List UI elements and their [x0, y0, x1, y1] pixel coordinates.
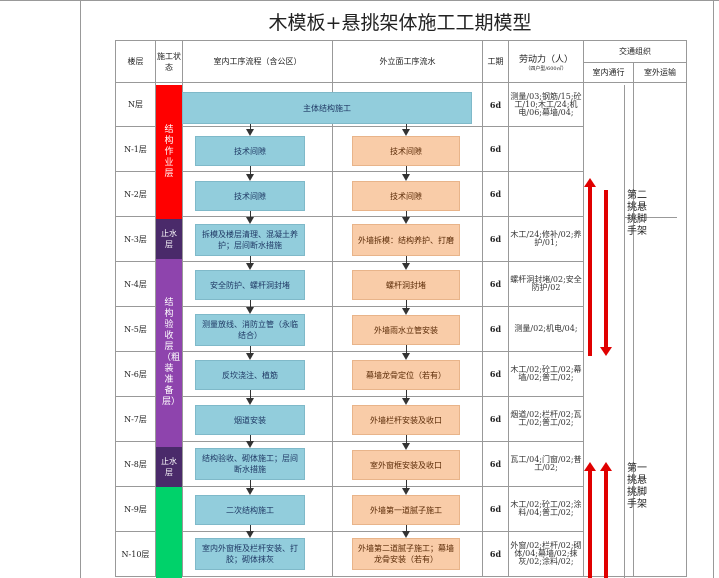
page-border-left — [80, 0, 81, 578]
floor-label: N-1层 — [115, 126, 156, 172]
period-value: 6d — [482, 82, 509, 127]
labor-value: 木工/02;砼工/02;涂料/04;普工/02; — [508, 486, 584, 532]
outdoor-task: 技术间隙 — [352, 181, 460, 211]
scaffold-first-label: 第一挑悬挑脚手架 — [627, 463, 647, 510]
labor-value: 烟道/02;栏杆/02;瓦工/02;普工/02; — [508, 396, 584, 442]
stage-waterproof-2: 止水层 — [156, 447, 182, 487]
outdoor-task: 外墙第二道腻子施工；幕墙龙骨安装（若有） — [352, 538, 460, 570]
floor-label: N-5层 — [115, 306, 156, 352]
labor-value: 木工/02;砼工/02;幕墙/02;普工/02; — [508, 351, 584, 397]
stage-structure-work: 结构作业层 — [156, 85, 182, 219]
period-value: 6d — [482, 486, 509, 532]
labor-value: 螺杆洞封堵/02;安全防护/02 — [508, 261, 584, 307]
outdoor-task: 技术间隙 — [352, 136, 460, 166]
main-structure-task: 主体结构施工 — [182, 92, 472, 124]
floor-label: N-6层 — [115, 351, 156, 397]
page-border-top — [0, 0, 719, 1]
period-value: 6d — [482, 261, 509, 307]
labor-value — [508, 126, 584, 172]
indoor-task: 烟道安装 — [195, 405, 305, 435]
stage-acceptance-label: 结构验收层（粗装准备层） — [162, 298, 181, 407]
stage-waterproof-1-label: 止水层 — [161, 229, 177, 249]
period-value: 6d — [482, 531, 509, 577]
header-period: 工期 — [482, 40, 509, 83]
indoor-task: 安全防护、螺杆洞封堵 — [195, 270, 305, 300]
indoor-task: 室内外窗框及栏杆安装、打胶；砌体抹灰 — [195, 538, 305, 570]
labor-value: 测量/02;机电/04; — [508, 306, 584, 352]
header-outdoor: 外立面工序流水 — [332, 40, 483, 83]
scaffold-divider-mid — [624, 217, 677, 218]
scaffold-second-label: 第二挑悬挑脚手架 — [627, 190, 647, 237]
floor-label: N-10层 — [115, 531, 156, 577]
floor-label: N-9层 — [115, 486, 156, 532]
header-traffic-out: 室外运输 — [633, 62, 687, 83]
indoor-task: 技术间隙 — [195, 181, 305, 211]
page-border-right — [713, 0, 714, 578]
floor-label: N层 — [115, 82, 156, 127]
outdoor-task: 外墙雨水立管安装 — [352, 315, 460, 345]
header-floor: 楼层 — [115, 40, 156, 83]
document-title: 木模板+悬挑架体施工工期模型 — [268, 12, 532, 34]
outdoor-task: 外墙第一道腻子施工 — [352, 495, 460, 525]
labor-value: 瓦工/04;门窗/02;普工/02; — [508, 441, 584, 487]
indoor-task: 二次结构施工 — [195, 495, 305, 525]
period-value: 6d — [482, 396, 509, 442]
header-traffic-in: 室内通行 — [583, 62, 634, 83]
header-labor-sub: （四户型/600㎡） — [525, 65, 567, 72]
floor-label: N-3层 — [115, 216, 156, 262]
indoor-task: 技术间隙 — [195, 136, 305, 166]
labor-value — [508, 171, 584, 217]
indoor-task: 拆模及楼层清理、混凝土养护；层间断水措施 — [195, 224, 305, 256]
outdoor-task: 室外窗框安装及收口 — [352, 450, 460, 480]
floor-label: N-2层 — [115, 171, 156, 217]
indoor-task: 结构验收、砌体施工；层间断水措施 — [195, 448, 305, 480]
period-value: 6d — [482, 171, 509, 217]
indoor-task: 测量放线、消防立管（永临结合） — [195, 314, 305, 346]
period-value: 6d — [482, 126, 509, 172]
period-value: 6d — [482, 351, 509, 397]
labor-value: 外窗/02;栏杆/02;砌体/04;幕墙/02;抹灰/02;涂料/02; — [508, 531, 584, 577]
header-labor-title: 劳动力（人） — [518, 54, 573, 65]
outdoor-task: 幕墙龙骨定位（若有） — [352, 360, 460, 390]
outdoor-task: 外墙拆模：结构养护、打磨 — [352, 224, 460, 256]
floor-label: N-4层 — [115, 261, 156, 307]
period-value: 6d — [482, 216, 509, 262]
header-status: 施工状态 — [155, 40, 183, 83]
labor-value: 木工/24;修补/02;养护/01; — [508, 216, 584, 262]
stage-structure-work-label: 结构作业层 — [164, 124, 174, 179]
floor-label: N-8层 — [115, 441, 156, 487]
indoor-task: 反坎浇注、植筋 — [195, 360, 305, 390]
traffic-out-cell — [633, 82, 687, 577]
stage-acceptance: 结构验收层（粗装准备层） — [156, 259, 182, 447]
floor-label: N-7层 — [115, 396, 156, 442]
stage-waterproof-2-label: 止水层 — [161, 457, 177, 477]
outdoor-task: 外墙栏杆安装及收口 — [352, 405, 460, 435]
period-value: 6d — [482, 306, 509, 352]
stage-green — [156, 487, 182, 578]
period-value: 6d — [482, 441, 509, 487]
scaffold-divider-top — [624, 85, 625, 578]
header-indoor: 室内工序流程（含公区） — [182, 40, 333, 83]
outdoor-task: 螺杆洞封堵 — [352, 270, 460, 300]
stage-waterproof-1: 止水层 — [156, 219, 182, 259]
header-traffic: 交通组织 — [583, 40, 687, 63]
labor-value: 测量/03;钢筋/15;砼工/10;木工/24;机电/06;幕墙/04; — [508, 82, 584, 127]
header-labor: 劳动力（人） （四户型/600㎡） — [508, 40, 584, 83]
